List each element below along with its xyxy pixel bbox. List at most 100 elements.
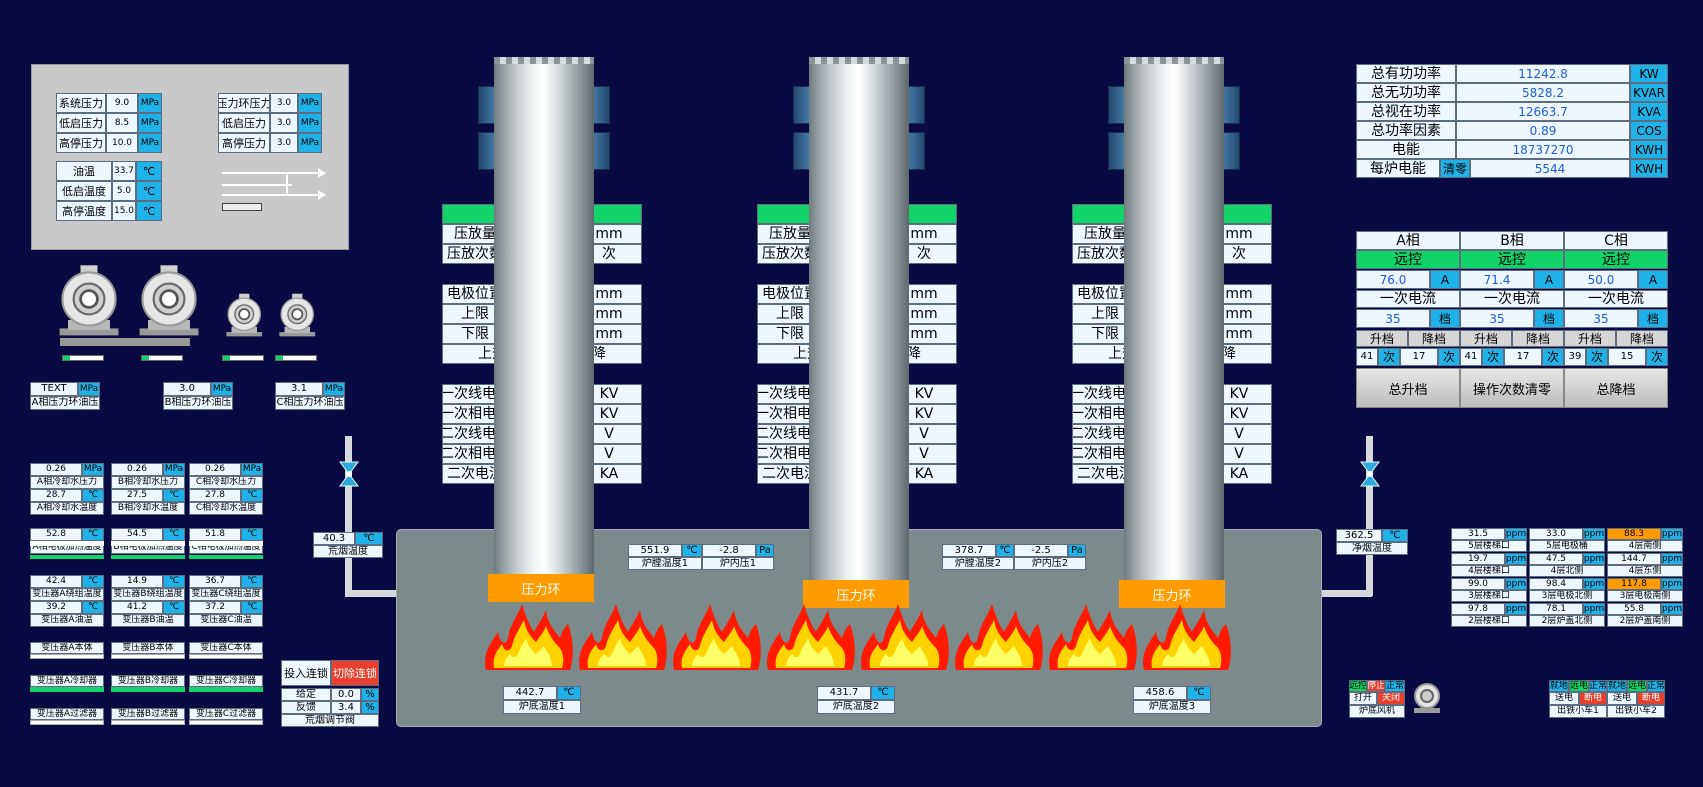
pump-status-bar xyxy=(141,355,183,361)
voltage-label: 一次相电压 xyxy=(757,404,823,424)
flue-pipe xyxy=(345,436,352,596)
arrow-icon xyxy=(318,168,326,178)
cooling-label: B相冷却水温度 xyxy=(111,502,185,515)
hyd-value: 3.0 xyxy=(270,133,298,153)
valve-icon[interactable] xyxy=(1359,460,1381,488)
cooling-value: 51.8 xyxy=(189,528,241,541)
status-bar xyxy=(111,654,185,659)
unit-badge: ℃ xyxy=(1382,529,1408,542)
tap-control-mode[interactable]: 远控 xyxy=(1460,250,1564,269)
tap-count: 41 xyxy=(1356,348,1378,366)
gas-label: 4层北侧 xyxy=(1529,565,1605,577)
cooling-label: A相冷却水温度 xyxy=(30,502,104,515)
unit-badge: ℃ xyxy=(871,686,895,700)
hyd-label: 压力环压力 xyxy=(218,93,270,113)
total-up-button[interactable]: 总升档 xyxy=(1356,368,1460,408)
unit-badge: MPa xyxy=(298,93,322,113)
gas-value: 88.3 xyxy=(1607,528,1661,540)
unit-badge: ppm xyxy=(1583,553,1605,565)
car-remote[interactable]: 远电 xyxy=(1569,680,1589,692)
pressure-ring: 压力环 xyxy=(488,574,594,602)
pressure-label: 炉内压2 xyxy=(1014,557,1086,570)
flame-icon xyxy=(1140,602,1232,674)
tap-down-button[interactable]: 降档 xyxy=(1512,330,1564,347)
flue-pipe xyxy=(1366,436,1373,596)
clear-button[interactable]: 清零 xyxy=(1440,159,1470,178)
tap-count: 15 xyxy=(1608,348,1646,366)
hyd-value: 15.0 xyxy=(112,201,136,221)
car-send-button[interactable]: 送电 xyxy=(1607,692,1637,705)
chamber-temp-value: 378.7 xyxy=(942,544,996,557)
cooling-label: A相冷却水压力 xyxy=(30,476,104,489)
ring-oil-label: C相压力环油压 xyxy=(275,396,345,410)
hyd-label: 油温 xyxy=(56,161,112,181)
fan-close-button[interactable]: 关闭 xyxy=(1377,692,1405,705)
fan-local[interactable]: 远控 xyxy=(1349,680,1367,692)
power-label: 每炉电能 xyxy=(1356,159,1440,178)
hyd-label: 系统压力 xyxy=(56,93,106,113)
power-label: 总功率因素 xyxy=(1356,121,1456,140)
tap-up-button[interactable]: 升档 xyxy=(1564,330,1616,347)
power-label: 总有功功率 xyxy=(1356,64,1456,83)
gas-value: 33.0 xyxy=(1529,528,1583,540)
cooling-value: 14.9 xyxy=(111,575,163,588)
interlock-off-button[interactable]: 切除连锁 xyxy=(331,660,379,686)
gas-value: 47.5 xyxy=(1529,553,1583,565)
hyd-value: 5.0 xyxy=(112,181,136,201)
gas-value: 98.4 xyxy=(1529,578,1583,590)
pipe-line xyxy=(222,194,322,196)
car-cut-button[interactable]: 断电 xyxy=(1637,692,1665,705)
car-name: 出铁小车1 xyxy=(1549,705,1607,718)
unit-badge: 次 xyxy=(1438,348,1460,366)
power-unit: KVAR xyxy=(1630,83,1668,102)
car-remote[interactable]: 远电 xyxy=(1627,680,1647,692)
car-cut-button[interactable]: 断电 xyxy=(1579,692,1607,705)
pump-status-bar xyxy=(275,355,317,361)
gas-label: 4层楼梯口 xyxy=(1451,565,1527,577)
furnace-temp-label: 炉底温度1 xyxy=(503,700,581,714)
unit-badge: ℃ xyxy=(355,532,383,545)
cooling-label: C相冷却水温度 xyxy=(189,502,263,515)
transformer-cooler: 变压器C冷却器 xyxy=(189,675,263,687)
reset-count-button[interactable]: 操作次数清零 xyxy=(1460,368,1564,408)
cooling-value: 0.26 xyxy=(111,463,163,476)
tap-control-mode[interactable]: 远控 xyxy=(1356,250,1460,269)
tap-up-button[interactable]: 升档 xyxy=(1460,330,1512,347)
unit-badge: 次 xyxy=(1482,348,1504,366)
electrode-column xyxy=(1124,64,1224,580)
car-send-button[interactable]: 送电 xyxy=(1549,692,1579,705)
car-local[interactable]: 就地 xyxy=(1549,680,1569,692)
level-gauge xyxy=(222,203,262,211)
unit-badge: MPa xyxy=(138,113,162,133)
gas-value: 97.8 xyxy=(1451,603,1505,615)
phase-title: C相 xyxy=(1162,44,1186,59)
feedback-value: 3.4 xyxy=(331,701,361,714)
unit-badge: ℃ xyxy=(163,575,185,588)
electrode-column xyxy=(494,64,594,575)
tap-control-mode[interactable]: 远控 xyxy=(1564,250,1668,269)
phase-title: B相 xyxy=(848,44,870,59)
unit-badge: ppm xyxy=(1505,578,1527,590)
gas-value: 78.1 xyxy=(1529,603,1583,615)
valve-icon[interactable] xyxy=(338,460,360,488)
fan-open-button[interactable]: 打开 xyxy=(1349,692,1377,705)
chamber-temp-label: 炉膛温度2 xyxy=(942,557,1014,570)
tap-position-value: 35 xyxy=(1356,309,1430,328)
param-label: 电极位置 xyxy=(757,284,823,304)
hyd-label: 高停压力 xyxy=(218,133,270,153)
voltage-label: 二次相电压 xyxy=(442,444,508,464)
cooling-value: 52.8 xyxy=(30,528,82,541)
transformer-body: 变压器A本体 xyxy=(30,642,104,654)
cooling-label: 变压器A油温 xyxy=(30,614,104,627)
unit-badge: ppm xyxy=(1583,578,1605,590)
interlock-on-button[interactable]: 投入连锁 xyxy=(281,660,331,686)
tap-down-button[interactable]: 降档 xyxy=(1616,330,1668,347)
tap-up-button[interactable]: 升档 xyxy=(1356,330,1408,347)
total-down-button[interactable]: 总降档 xyxy=(1564,368,1668,408)
param-label: 压放量 xyxy=(442,224,508,244)
fan-stop[interactable]: 停止 xyxy=(1367,680,1385,692)
car-local[interactable]: 就地 xyxy=(1607,680,1627,692)
gas-label: 3层电极南侧 xyxy=(1607,590,1683,602)
voltage-label: 一次相电压 xyxy=(1072,404,1138,424)
tap-down-button[interactable]: 降档 xyxy=(1408,330,1460,347)
